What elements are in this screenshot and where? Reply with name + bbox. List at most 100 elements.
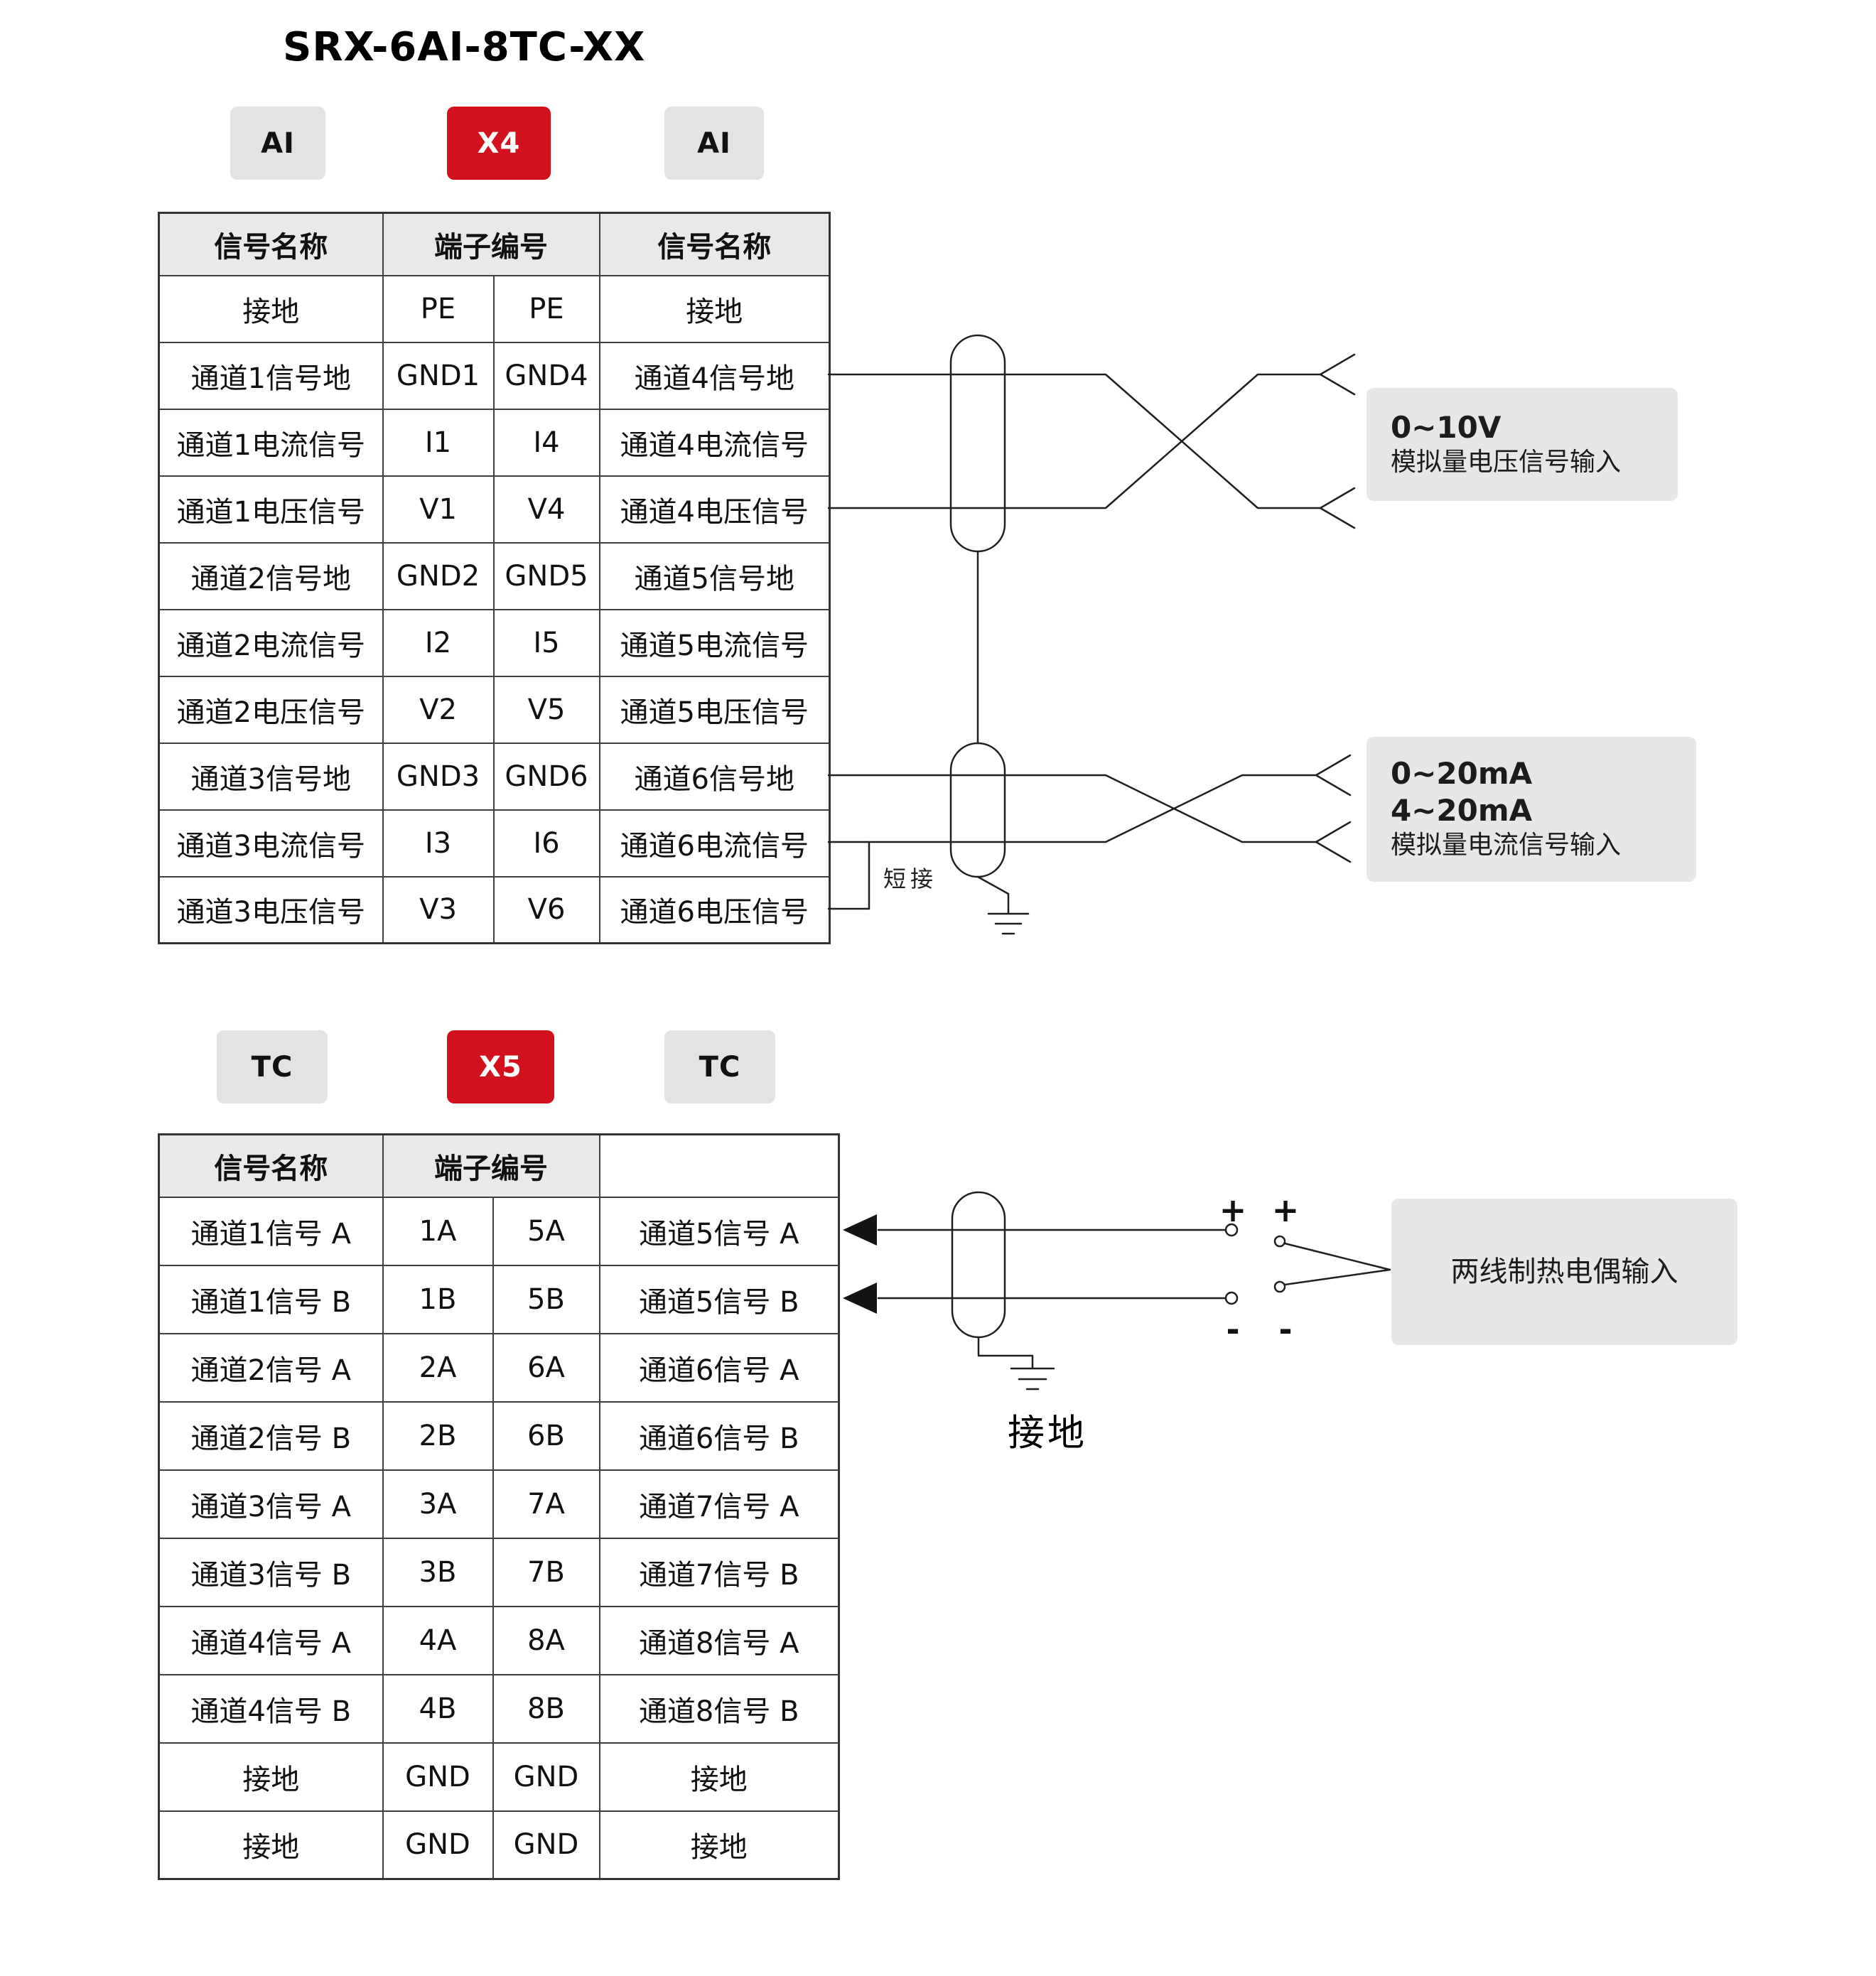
badge-ai-right: AI bbox=[664, 107, 764, 180]
header-signal-name-left: 信号名称 bbox=[158, 212, 384, 276]
signal-name-left: 通道3电流信号 bbox=[158, 809, 384, 878]
thermocouple-input-label-box: 两线制热电偶输入 bbox=[1391, 1199, 1737, 1345]
signal-name-left: 通道1信号地 bbox=[158, 341, 384, 410]
signal-name-right: 接地 bbox=[598, 1810, 840, 1880]
terminal-number-right: PE bbox=[492, 274, 600, 343]
connector-chevron-icon bbox=[1319, 487, 1356, 529]
terminal-number-right: 5B bbox=[492, 1264, 600, 1334]
terminal-number-left: 1B bbox=[382, 1264, 494, 1334]
cable-shield-capsule bbox=[949, 334, 1006, 553]
jumper-label: 短接 bbox=[883, 865, 938, 892]
signal-name-right: 通道5信号 B bbox=[598, 1264, 840, 1334]
ground-label: 接地 bbox=[1007, 1412, 1088, 1455]
arrow-left-icon bbox=[843, 1283, 877, 1314]
terminal-number-right: I4 bbox=[492, 408, 600, 477]
signal-name-left: 接地 bbox=[158, 1810, 384, 1880]
badge-ai-left: AI bbox=[230, 107, 325, 180]
current-wire-pair bbox=[827, 774, 1317, 843]
badge-tc-right: TC bbox=[664, 1030, 775, 1103]
connector-chevron-icon bbox=[1315, 754, 1352, 797]
thermocouple-junction-lines bbox=[1283, 1242, 1391, 1286]
plus-sign: + bbox=[1271, 1191, 1300, 1229]
connector-chevron-icon bbox=[1319, 353, 1356, 396]
signal-name-right: 通道8信号 A bbox=[598, 1605, 840, 1675]
current-range-label-1: 0~20mA bbox=[1391, 756, 1533, 792]
terminal-number-right: 5A bbox=[492, 1196, 600, 1266]
terminal-number-right: V4 bbox=[492, 475, 600, 544]
terminal-circle-icon bbox=[1224, 1291, 1239, 1305]
badge-connector-x4: X4 bbox=[447, 107, 551, 180]
signal-name-left: 通道3电压信号 bbox=[158, 875, 384, 944]
terminal-number-right: GND bbox=[492, 1810, 600, 1880]
terminal-number-left: GND2 bbox=[382, 541, 495, 610]
signal-name-left: 通道4信号 A bbox=[158, 1605, 384, 1675]
arrow-left-icon bbox=[843, 1214, 877, 1246]
terminal-circle-icon bbox=[1273, 1280, 1286, 1293]
signal-name-right: 通道8信号 B bbox=[598, 1673, 840, 1744]
cable-shield-capsule bbox=[949, 742, 1006, 878]
header-signal-name-right: 信号名称 bbox=[598, 212, 831, 276]
signal-name-right: 通道4电压信号 bbox=[598, 475, 831, 544]
terminal-number-left: 2A bbox=[382, 1332, 494, 1403]
terminal-number-left: V3 bbox=[382, 875, 495, 944]
signal-name-right: 接地 bbox=[598, 274, 831, 343]
terminal-number-left: GND bbox=[382, 1810, 494, 1880]
terminal-number-left: I1 bbox=[382, 408, 495, 477]
terminal-number-left: V1 bbox=[382, 475, 495, 544]
terminal-number-right: 7B bbox=[492, 1537, 600, 1607]
page-title: SRX-6AI-8TC-XX bbox=[283, 24, 646, 70]
terminal-number-right: 7A bbox=[492, 1469, 600, 1539]
voltage-range-label: 0~10V bbox=[1391, 409, 1502, 445]
signal-name-right: 通道4电流信号 bbox=[598, 408, 831, 477]
cable-shield-capsule bbox=[951, 1191, 1006, 1339]
signal-name-left: 通道3信号 B bbox=[158, 1537, 384, 1607]
signal-name-right: 通道5信号地 bbox=[598, 541, 831, 610]
terminal-number-right: V5 bbox=[492, 675, 600, 744]
signal-name-right: 通道7信号 B bbox=[598, 1537, 840, 1607]
signal-name-left: 通道3信号地 bbox=[158, 742, 384, 811]
minus-sign: - bbox=[1226, 1310, 1240, 1349]
terminal-number-right: GND6 bbox=[492, 742, 600, 811]
current-input-label-box: 0~20mA 4~20mA 模拟量电流信号输入 bbox=[1366, 737, 1696, 882]
terminal-number-left: 4B bbox=[382, 1673, 494, 1744]
signal-name-right: 通道5电流信号 bbox=[598, 608, 831, 677]
signal-name-right: 通道6信号 A bbox=[598, 1332, 840, 1403]
terminal-number-left: PE bbox=[382, 274, 495, 343]
terminal-number-right: 8B bbox=[492, 1673, 600, 1744]
thermocouple-wire-pair bbox=[877, 1229, 1227, 1300]
table-header-row: 信号名称 端子编号 bbox=[158, 1133, 840, 1198]
signal-name-left: 通道2电压信号 bbox=[158, 675, 384, 744]
thermocouple-description-label: 两线制热电偶输入 bbox=[1450, 1256, 1678, 1288]
signal-name-left: 通道3信号 A bbox=[158, 1469, 384, 1539]
signal-name-left: 通道2信号地 bbox=[158, 541, 384, 610]
signal-name-left: 通道1电压信号 bbox=[158, 475, 384, 544]
voltage-wire-pair bbox=[827, 373, 1322, 509]
current-description-label: 模拟量电流信号输入 bbox=[1391, 830, 1622, 860]
terminal-number-left: V2 bbox=[382, 675, 495, 744]
voltage-input-label-box: 0~10V 模拟量电压信号输入 bbox=[1366, 388, 1678, 501]
header-terminal-number: 端子编号 bbox=[382, 212, 600, 276]
connector-chevron-icon bbox=[1315, 821, 1352, 863]
terminal-number-right: 8A bbox=[492, 1605, 600, 1675]
signal-name-left: 通道1信号 B bbox=[158, 1264, 384, 1334]
signal-name-left: 通道1电流信号 bbox=[158, 408, 384, 477]
badge-connector-x5: X5 bbox=[447, 1030, 554, 1103]
header-signal-name-left: 信号名称 bbox=[158, 1133, 384, 1198]
